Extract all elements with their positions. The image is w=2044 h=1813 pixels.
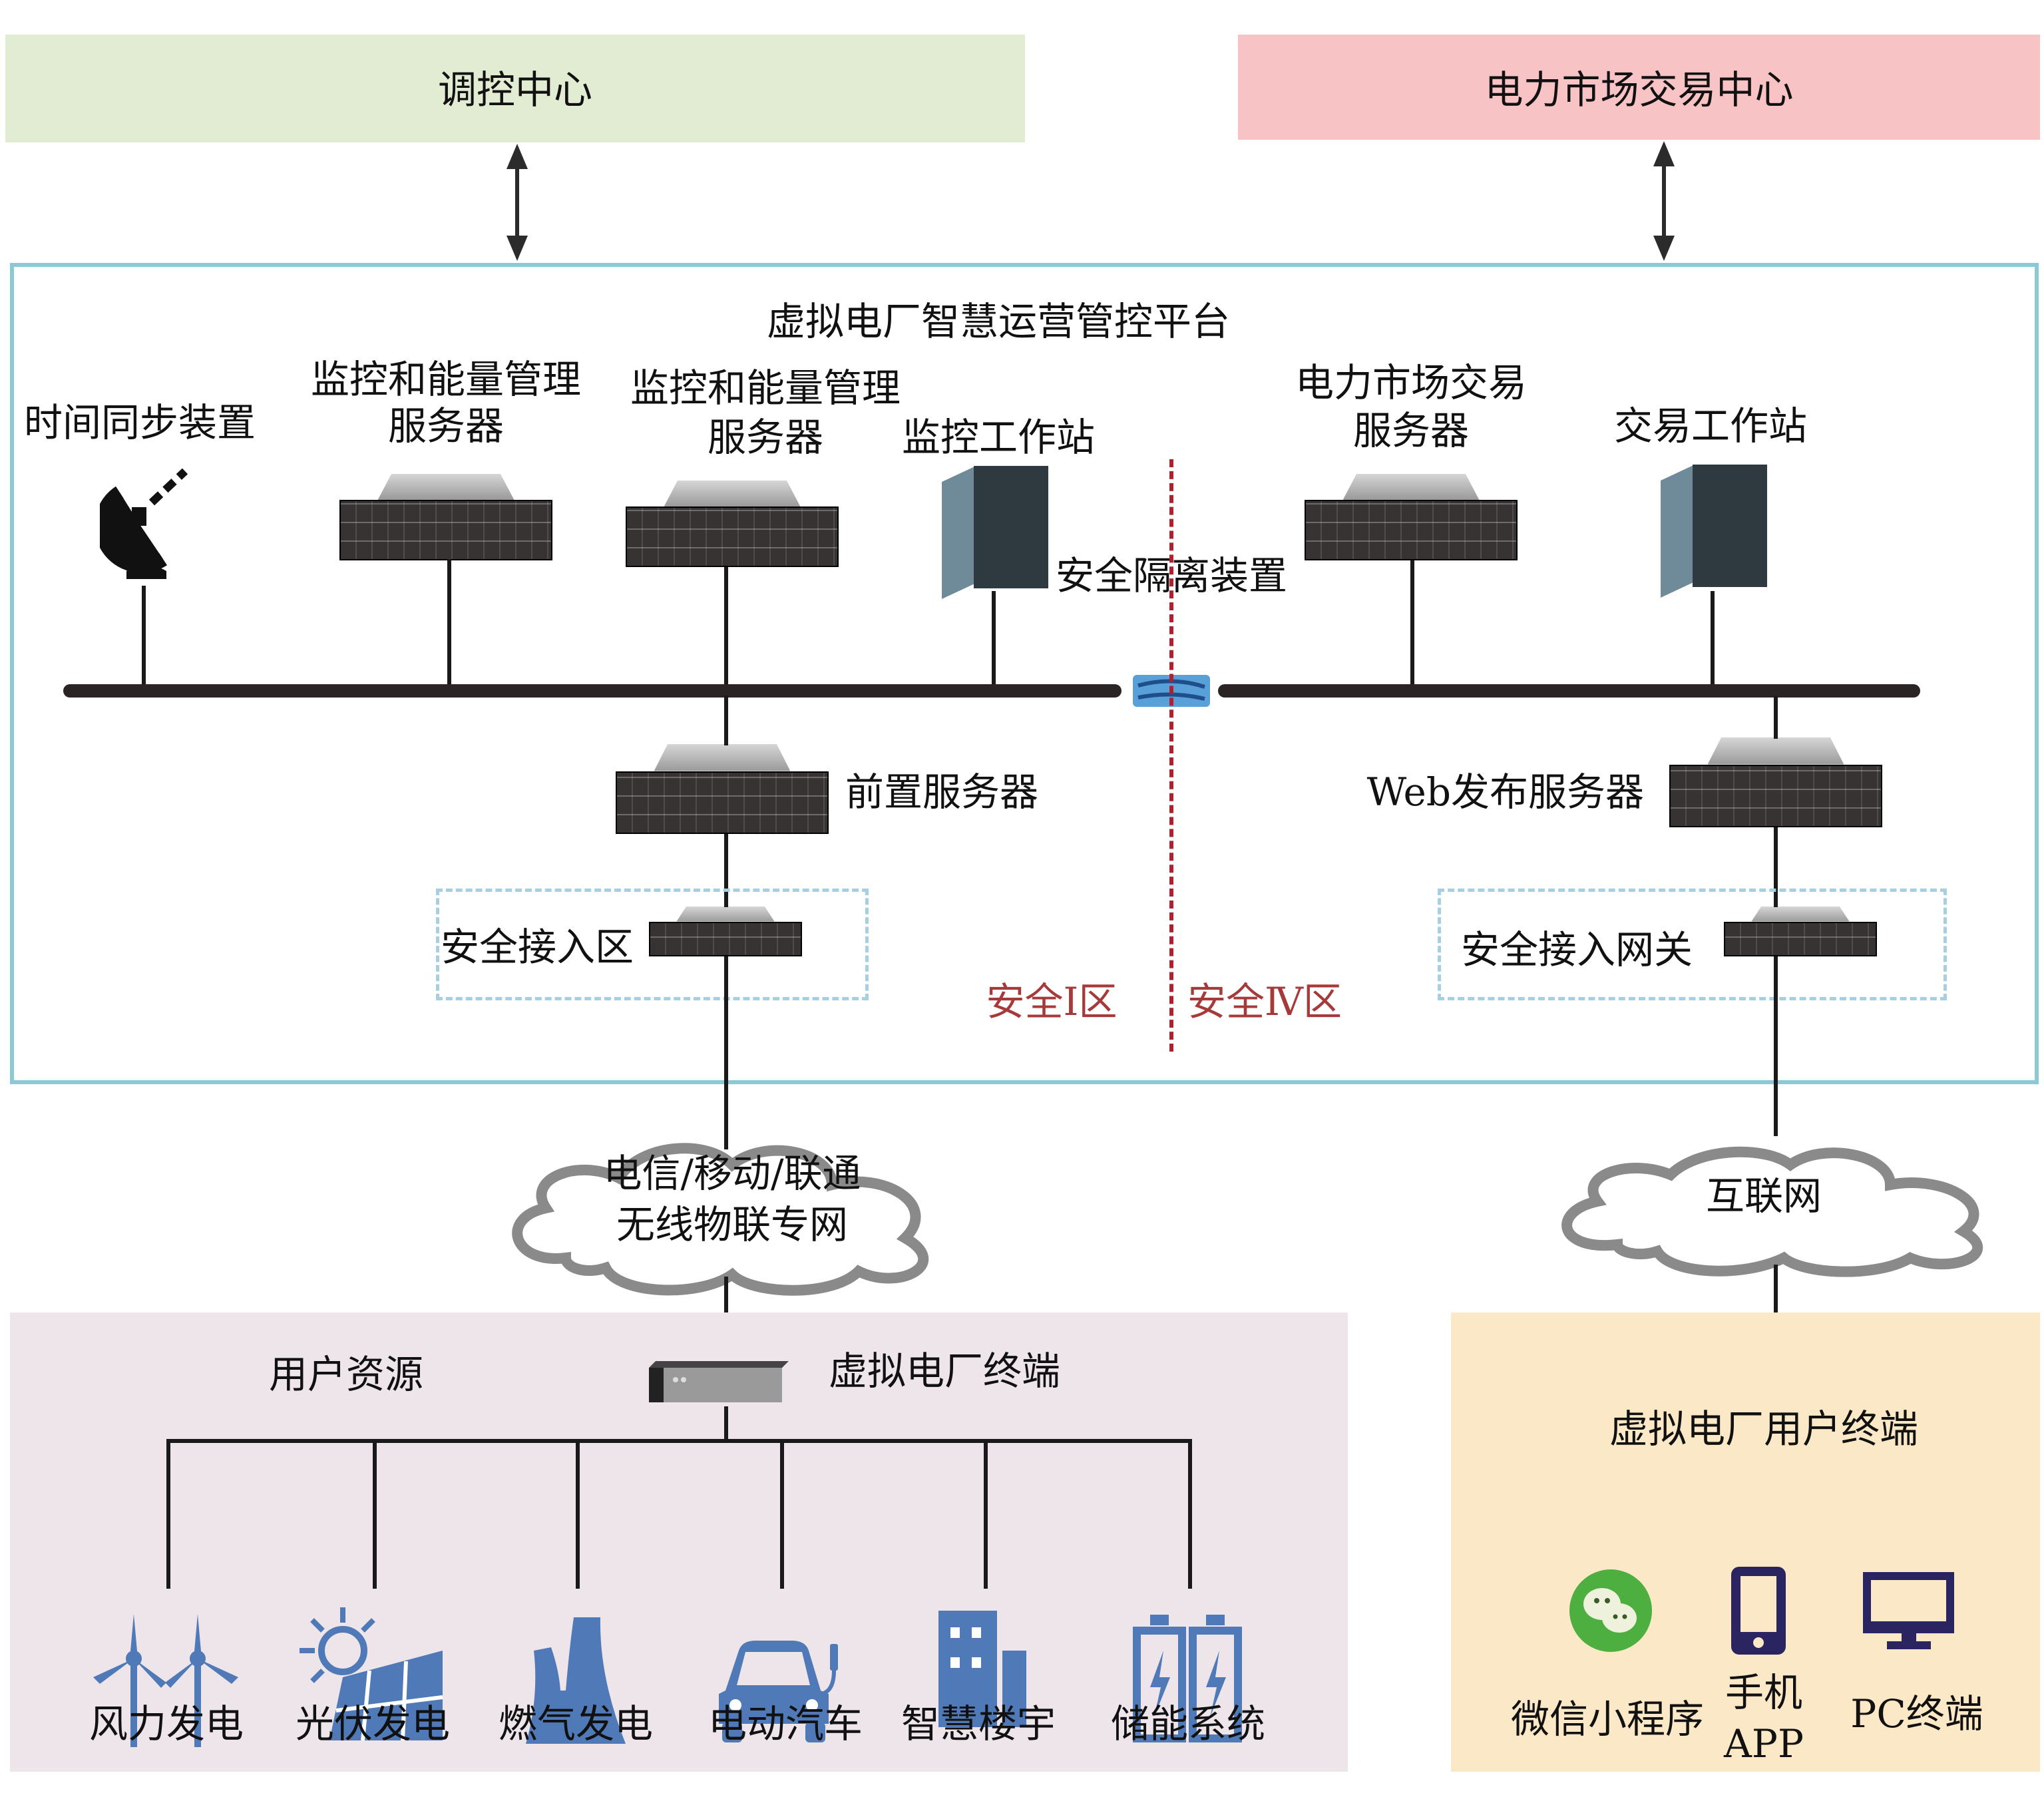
mon-workstation-icon [942,466,1048,599]
connector-line [724,1406,728,1443]
vpp-terminal-icon [649,1361,789,1402]
mon-server-1-icon [339,474,552,560]
web-server-icon [1669,737,1882,827]
satellite-dish-icon [100,468,188,579]
connector-line [373,1439,377,1589]
connector-line [984,1439,988,1589]
resource-label: 智慧楼宇 [901,1701,1056,1746]
bidirectional-arrow-icon [507,144,528,261]
market-server-label-line2: 服务器 [1352,408,1469,453]
connector-line [992,591,996,696]
private-network-label-line2: 无线物联专网 [616,1202,848,1247]
dispatch-center-box: 调控中心 [5,35,1025,142]
resource-label: 风力发电 [89,1701,244,1746]
secure-gateway-label: 安全接入网关 [1461,927,1693,972]
secure-gateway-device-icon [1724,906,1877,956]
mon-server-2-label-line2: 服务器 [707,415,823,460]
connector-line [1774,827,1778,907]
secure-gateway-box [1438,889,1947,1000]
connector-line [166,1439,170,1589]
user-resources-title: 用户资源 [268,1352,423,1397]
zone-4-label: 安全Ⅳ区 [1187,979,1342,1024]
mon-server-2-icon [626,481,839,567]
private-network-cloud-icon [512,1143,929,1296]
terminal-label: 微信小程序 [1510,1697,1704,1742]
user-terminals-title: 虚拟电厂用户终端 [1609,1406,1918,1452]
network-bus-left [63,684,1122,698]
market-server-label-line1: 电力市场交易 [1295,360,1527,405]
connector-line [724,567,728,696]
resource-label: 燃气发电 [498,1701,653,1746]
bidirectional-arrow-icon [1653,141,1675,261]
time-sync-label: 时间同步装置 [23,400,256,445]
trade-workstation-icon [1661,465,1767,598]
user-terminals-panel [1451,1312,2040,1772]
market-server-icon [1305,474,1518,560]
front-server-label: 前置服务器 [845,769,1039,815]
resources-branch-line [166,1439,1191,1443]
connector-line [142,586,146,696]
mon-workstation-label: 监控工作站 [901,415,1095,460]
solar-panel-icon [300,1607,443,1741]
connector-line [1774,956,1778,1136]
connector-line [1711,591,1715,696]
electric-car-icon [719,1641,838,1742]
secure-access-device-icon [649,906,802,956]
zone-1-label: 安全Ⅰ区 [986,979,1118,1024]
market-center-label: 电力市场交易中心 [1484,67,1794,112]
mon-server-1-label-line1: 监控和能量管理 [310,357,581,402]
terminal-label-line1: 手机 [1725,1670,1802,1715]
platform-title: 虚拟电厂智慧运营管控平台 [766,299,1230,344]
smart-building-icon [938,1611,1026,1727]
mobile-phone-icon [1731,1567,1786,1655]
mon-server-2-label-line1: 监控和能量管理 [630,365,901,411]
resource-label: 光伏发电 [295,1701,450,1746]
connector-line [724,834,728,907]
connector-line [447,559,451,696]
internet-cloud-icon [1561,1146,1983,1277]
connector-line [1774,696,1778,739]
trade-workstation-label: 交易工作站 [1613,403,1807,449]
wechat-icon [1569,1569,1652,1652]
wind-turbine-icon [93,1614,238,1747]
internet-label: 互联网 [1705,1173,1822,1219]
connector-line [724,956,728,1149]
terminal-label-line2: APP [1724,1721,1804,1766]
connector-line [724,696,728,745]
secure-access-zone-box [436,889,869,1000]
private-network-label-line1: 电信/移动/联通 [603,1151,861,1196]
secure-access-zone-label: 安全接入区 [441,924,634,970]
front-server-icon [616,744,829,834]
connector-line [1188,1439,1192,1589]
battery-storage-icon [1133,1615,1242,1742]
gas-plant-icon [526,1617,626,1744]
security-zone-divider [1169,459,1173,1052]
resource-label: 电动汽车 [708,1701,863,1746]
vpp-terminal-label: 虚拟电厂终端 [829,1348,1061,1394]
web-server-label: Web发布服务器 [1366,769,1644,815]
network-bus-right [1218,684,1920,698]
platform-box [10,263,2039,1084]
connector-line [576,1439,580,1589]
monitor-icon [1863,1572,1954,1649]
market-center-box: 电力市场交易中心 [1238,35,2040,140]
connector-line [780,1439,784,1589]
connector-line [1410,560,1414,696]
connector-line [1774,1265,1778,1318]
resource-label: 储能系统 [1110,1701,1265,1746]
terminal-label: PC终端 [1850,1691,1983,1736]
mon-server-1-label-line2: 服务器 [387,403,504,449]
dispatch-center-label: 调控中心 [437,67,592,112]
